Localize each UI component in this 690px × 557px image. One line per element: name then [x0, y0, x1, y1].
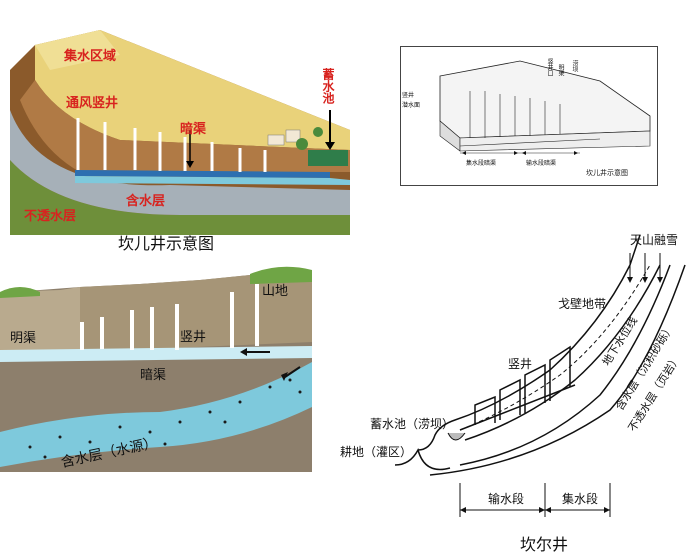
label-shaft: 竖井 [180, 330, 207, 345]
panel-karez-line-diagram: 天山融雪 戈壁地带 竖井 地下水位线 含水层（沉积砂砾） 不透水层（页岩） 蓄水… [340, 225, 690, 557]
label-dark-canal-2: 暗渠 [140, 368, 167, 383]
label-reservoir: 蓄水池 [321, 68, 335, 104]
label-shaft-right: 竖井 [508, 357, 533, 371]
karez-underground-illustration [0, 262, 312, 472]
label-collect-segment: 集水段 [562, 492, 599, 506]
label-seep-surface: 潜水面 [402, 102, 421, 109]
label-farmland: 耕地（灌区） [340, 445, 413, 459]
label-aquifer: 含水层 [126, 194, 166, 209]
label-reservoir-dam: 蓄水池（涝坝） [370, 417, 455, 431]
karez-block-diagram-illustration [400, 46, 658, 186]
label-impermeable: 不透水层 [24, 209, 77, 224]
label-open-canal-small: 明渠 [557, 64, 564, 76]
panel-karez-diagram-2: 竖井 潜水面 竖井口 明渠 涝坝 集水段暗渠 输水段暗渠 坎儿井示意图 [400, 46, 658, 186]
panel-karez-photo-diagram: 山地 明渠 竖井 暗渠 含水层（水源） [0, 262, 312, 472]
caption-block-diagram: 坎儿井示意图 [586, 169, 628, 177]
panel-karez-diagram-1: 集水区域 通风竖井 蓄水池 暗渠 含水层 不透水层 坎儿井示意图 [0, 0, 360, 255]
label-mountain: 山地 [262, 284, 289, 299]
caption-kaner-well: 坎尔井 [520, 535, 569, 554]
label-transport-canal: 输水段暗渠 [526, 160, 557, 167]
label-gobi-belt: 戈壁地带 [558, 297, 607, 311]
label-collect-canal: 集水段暗渠 [466, 160, 497, 167]
label-dark-canal: 暗渠 [180, 122, 207, 137]
label-open-canal: 明渠 [10, 331, 37, 346]
label-catchment: 集水区域 [64, 49, 117, 64]
label-transport-segment: 输水段 [488, 492, 525, 506]
karez-schematic-illustration [394, 234, 686, 517]
karez-cross-section-illustration [10, 30, 350, 235]
label-dam-small: 涝坝 [571, 60, 578, 72]
label-vent-shaft: 通风竖井 [66, 96, 119, 111]
caption-karez-diagram: 坎儿井示意图 [118, 234, 215, 253]
label-shaft-mouth: 竖井口 [546, 58, 553, 76]
label-tianshan-snow: 天山融雪 [630, 233, 679, 247]
label-shaft-small: 竖井 [402, 92, 415, 99]
